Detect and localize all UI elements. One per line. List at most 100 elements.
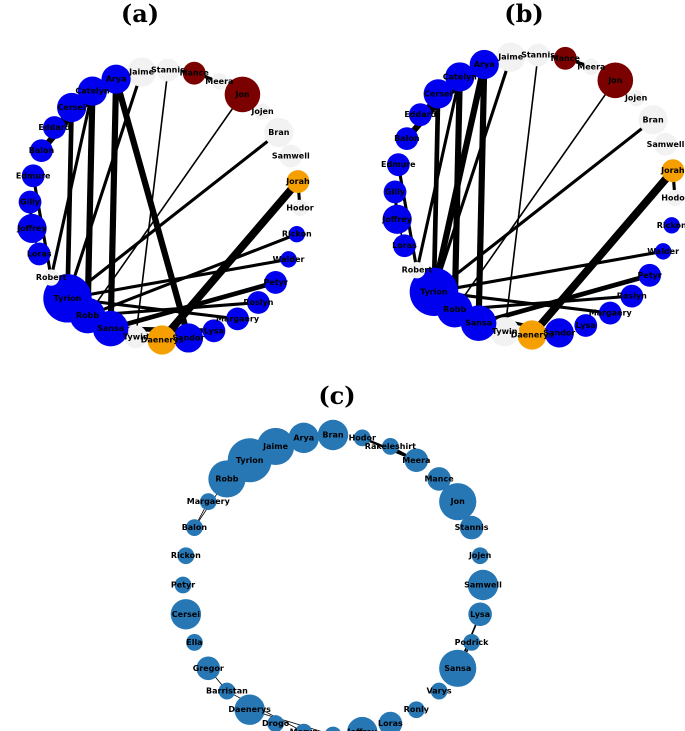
edge-a-walder-tyrion: [65, 257, 291, 300]
node-c-varys: [430, 682, 448, 700]
node-a-sandor: [173, 323, 204, 353]
node-c-podrick: [463, 634, 480, 651]
node-b-margaery: [598, 301, 622, 325]
edge-b-cersei-tyrion: [431, 91, 441, 295]
node-label-b-catelyn: Catelyn: [443, 72, 477, 81]
node-label-a-meera: Meera: [205, 77, 233, 86]
node-label-a-sandor: Sandor: [172, 333, 204, 342]
node-c-daenerys: [234, 694, 265, 725]
node-b-tywin: [490, 317, 520, 347]
panel-b-label: (b): [504, 0, 544, 28]
node-label-b-cersei: Cersei: [424, 89, 452, 98]
node-a-stannis: [156, 58, 180, 82]
node-a-jorah: [286, 170, 310, 193]
node-label-b-bran: Bran: [643, 115, 664, 124]
edge-a-petyr-sansa: [108, 280, 278, 331]
node-b-jorah: [661, 159, 685, 183]
panel-c-label: (c): [318, 381, 355, 410]
node-b-walder: [654, 243, 672, 260]
edge-b-arya-tyrion: [430, 61, 488, 295]
node-c-jaime: [256, 427, 295, 466]
node-b-hodor: [666, 189, 684, 207]
node-b-jon: [597, 62, 634, 99]
node-label-a-margaery: Margaery: [216, 314, 260, 323]
node-label-c-ronly: Ronly: [404, 705, 430, 714]
node-a-loras: [27, 242, 51, 266]
node-a-balon: [30, 139, 53, 163]
node-label-a-walder: Walder: [273, 255, 305, 264]
node-label-c-barristan: Barristan: [206, 687, 248, 696]
node-a-jon: [224, 76, 261, 113]
node-label-b-meera: Meera: [577, 62, 605, 71]
node-a-margaery: [226, 307, 249, 331]
edge-a-arya-sansa: [107, 76, 120, 332]
node-label-c-daenerys: Daenerys: [228, 705, 271, 714]
node-c-margaery: [199, 493, 217, 511]
node-label-c-lysa: Lysa: [470, 610, 490, 619]
node-label-b-joffrey: Joffrey: [381, 215, 412, 224]
node-b-edmure: [386, 153, 410, 177]
node-label-a-robert: Robert: [36, 273, 67, 282]
node-a-cersei: [57, 92, 87, 123]
node-label-b-tyrion: Tyrion: [420, 287, 448, 296]
node-label-b-stannis: Stannis: [521, 51, 555, 60]
node-a-lysa: [202, 319, 226, 343]
node-c-arya: [288, 422, 319, 454]
node-label-b-margaery: Margaery: [589, 309, 633, 318]
node-label-a-lysa: Lysa: [204, 326, 224, 335]
node-label-c-margaery: Margaery: [187, 497, 231, 506]
node-label-c-meryn: Meryn: [290, 728, 319, 731]
node-label-c-loras: Loras: [378, 719, 403, 728]
node-b-mance: [553, 46, 577, 70]
node-b-catelyn: [445, 62, 475, 92]
node-c-samwell: [467, 569, 499, 601]
edge-b-walder-tyrion: [432, 249, 665, 294]
node-c-jon: [439, 483, 477, 521]
node-label-c-joffrey: Joffrey: [346, 728, 377, 731]
node-label-a-jon: Jon: [234, 90, 249, 99]
edge-a-catelyn-robert: [49, 89, 95, 280]
edge-a-catelyn-robb: [84, 88, 96, 319]
node-c-loras: [378, 711, 403, 731]
node-label-a-eddard: Eddard: [38, 123, 70, 132]
node-a-hodor: [291, 199, 309, 217]
node-label-b-jon: Jon: [607, 76, 622, 85]
panel-a-label: (a): [121, 0, 159, 28]
edge-b-petyr-sansa: [476, 272, 653, 326]
node-b-bran: [638, 105, 668, 135]
node-b-lysa: [574, 314, 598, 337]
node-label-a-petyr: Petyr: [263, 278, 287, 287]
edge-a-cersei-tyrion: [65, 105, 74, 301]
node-label-b-jorah: Jorah: [660, 166, 685, 175]
node-a-arya: [101, 64, 131, 94]
node-label-b-roslyn: Roslyn: [617, 292, 647, 301]
node-a-petyr: [264, 271, 287, 294]
node-label-c-varys: Varys: [427, 687, 452, 696]
node-c-ronly: [407, 701, 425, 719]
node-label-b-jaime: Jaime: [497, 53, 523, 62]
node-label-a-rickon: Rickon: [282, 230, 312, 239]
node-label-b-robert: Robert: [402, 266, 433, 275]
node-b-eddard: [408, 103, 432, 127]
node-c-ella: [186, 634, 203, 651]
edge-c-barristan-meryn: [226, 690, 303, 731]
node-a-robert: [42, 269, 60, 286]
node-label-b-eddard: Eddard: [404, 110, 436, 119]
edge-b-arya-sansa: [475, 61, 488, 327]
node-c-sansa: [439, 649, 477, 687]
node-label-c-robb: Robb: [215, 474, 238, 483]
node-c-meera: [404, 448, 429, 473]
node-b-robert: [408, 262, 426, 279]
node-b-joffrey: [382, 204, 412, 234]
node-label-c-bran: Bran: [322, 431, 343, 440]
node-label-a-jorah: Jorah: [285, 177, 310, 186]
node-a-bran: [264, 117, 294, 148]
node-label-a-arya: Arya: [106, 75, 127, 84]
node-b-petyr: [638, 263, 662, 287]
node-b-jaime: [496, 42, 526, 72]
node-a-eddard: [43, 116, 66, 139]
nodes-a: JaimeStannisManceMeeraJonJojenBranSamwel…: [16, 57, 314, 355]
node-label-c-rakeleshirt: Rakeleshirt: [365, 442, 416, 451]
node-a-jaime: [126, 57, 157, 87]
